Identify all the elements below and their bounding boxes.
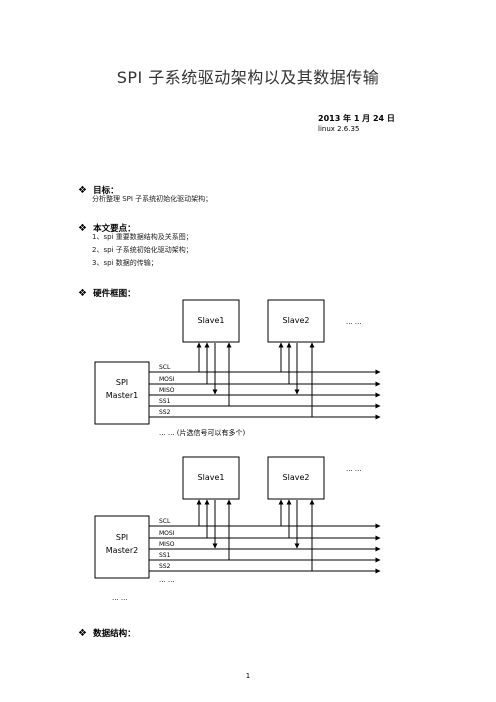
signal-label: SS2: [159, 563, 171, 570]
point-item: 1、spi 重要数据结构及关系图；: [92, 233, 193, 241]
signal-label: MOSI: [159, 376, 175, 383]
slave1-box: [182, 456, 240, 500]
diamond-bullet-icon: ❖: [78, 223, 87, 234]
more-slaves-label: ... ...: [346, 318, 362, 326]
more-slaves-label: ... ...: [346, 465, 362, 473]
master2-label-line1: SPI: [115, 533, 129, 542]
master1-label-line1: SPI: [115, 378, 129, 387]
slave1-box: [182, 299, 240, 343]
slave2-box: [267, 299, 325, 343]
slave2-label: Slave2: [282, 473, 310, 482]
diagram-2: [94, 456, 381, 579]
signal-label: MOSI: [159, 530, 175, 537]
goal-heading: ❖ 目标：: [78, 185, 119, 196]
diamond-bullet-icon: ❖: [78, 628, 87, 639]
data-structures-heading: ❖ 数据结构：: [78, 628, 136, 639]
page-number: 1: [245, 672, 251, 680]
diagram-1: [94, 299, 381, 425]
more-signals-label: ... ...: [159, 576, 175, 584]
chip-select-note: ... ... (片选信号可以有多个): [159, 429, 246, 437]
more-masters-label: ... ...: [112, 594, 128, 602]
slave1-label: Slave1: [197, 473, 225, 482]
signal-label: SS1: [159, 398, 171, 405]
slave2-box: [267, 456, 325, 500]
slave2-label: Slave2: [282, 316, 310, 325]
points-heading: ❖ 本文要点：: [78, 223, 136, 234]
signal-label: SCL: [159, 518, 171, 525]
signal-label: SS1: [159, 552, 171, 559]
document-title: SPI 子系统驱动架构以及其数据传输: [116, 68, 380, 87]
goal-text: 分析整理 SPI 子系统初始化驱动架构；: [92, 195, 213, 203]
master1-label-line2: Master1: [105, 391, 139, 400]
master2-label-line2: Master2: [105, 546, 139, 555]
diamond-bullet-icon: ❖: [78, 185, 87, 196]
master1-box: [94, 361, 150, 425]
signal-label: SCL: [159, 364, 171, 371]
point-item: 3、spi 数据的传输；: [92, 259, 158, 267]
document-version: linux 2.6.35: [318, 125, 360, 133]
hw-heading: ❖ 硬件框图：: [78, 288, 136, 299]
signal-label: SS2: [159, 409, 171, 416]
master2-box: [94, 515, 150, 579]
diamond-bullet-icon: ❖: [78, 288, 87, 299]
signal-label: MISO: [159, 387, 175, 394]
slave1-label: Slave1: [197, 316, 225, 325]
point-item: 2、spi 子系统初始化驱动架构；: [92, 246, 193, 254]
document-date: 2013 年 1 月 24 日: [318, 114, 395, 123]
signal-label: MISO: [159, 541, 175, 548]
